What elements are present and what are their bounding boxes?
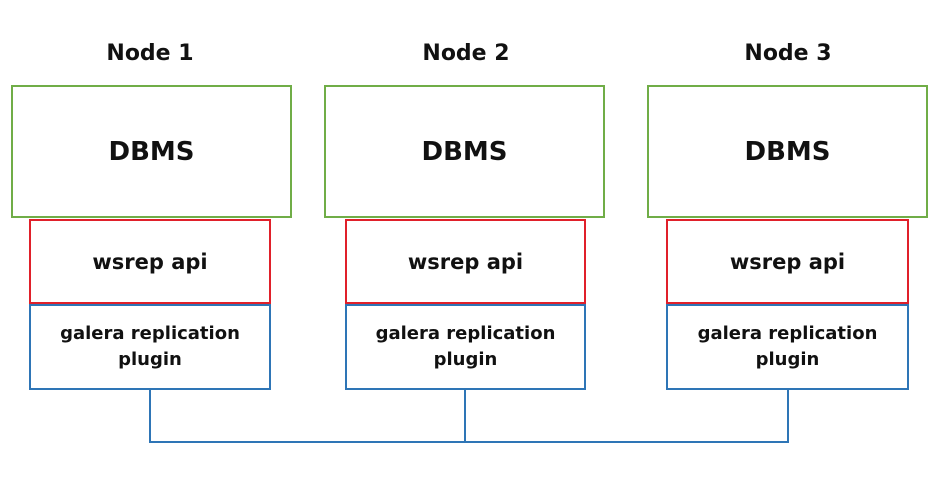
node-1-title: Node 1: [106, 41, 194, 66]
node-3-dbms-box: DBMS: [647, 85, 928, 218]
node-1-wsrep-api-box: wsrep api: [29, 219, 271, 304]
node-1-dbms-box: DBMS: [11, 85, 292, 218]
node-3-galera-plugin-box: galera replication plugin: [666, 304, 909, 390]
node-2-wsrep-api-box: wsrep api: [345, 219, 586, 304]
node-3-title: Node 3: [744, 41, 832, 66]
node-2-dbms-box: DBMS: [324, 85, 605, 218]
node-2-title: Node 2: [422, 41, 510, 66]
node-3-wsrep-api-box: wsrep api: [666, 219, 909, 304]
node-1-galera-plugin-box: galera replication plugin: [29, 304, 271, 390]
